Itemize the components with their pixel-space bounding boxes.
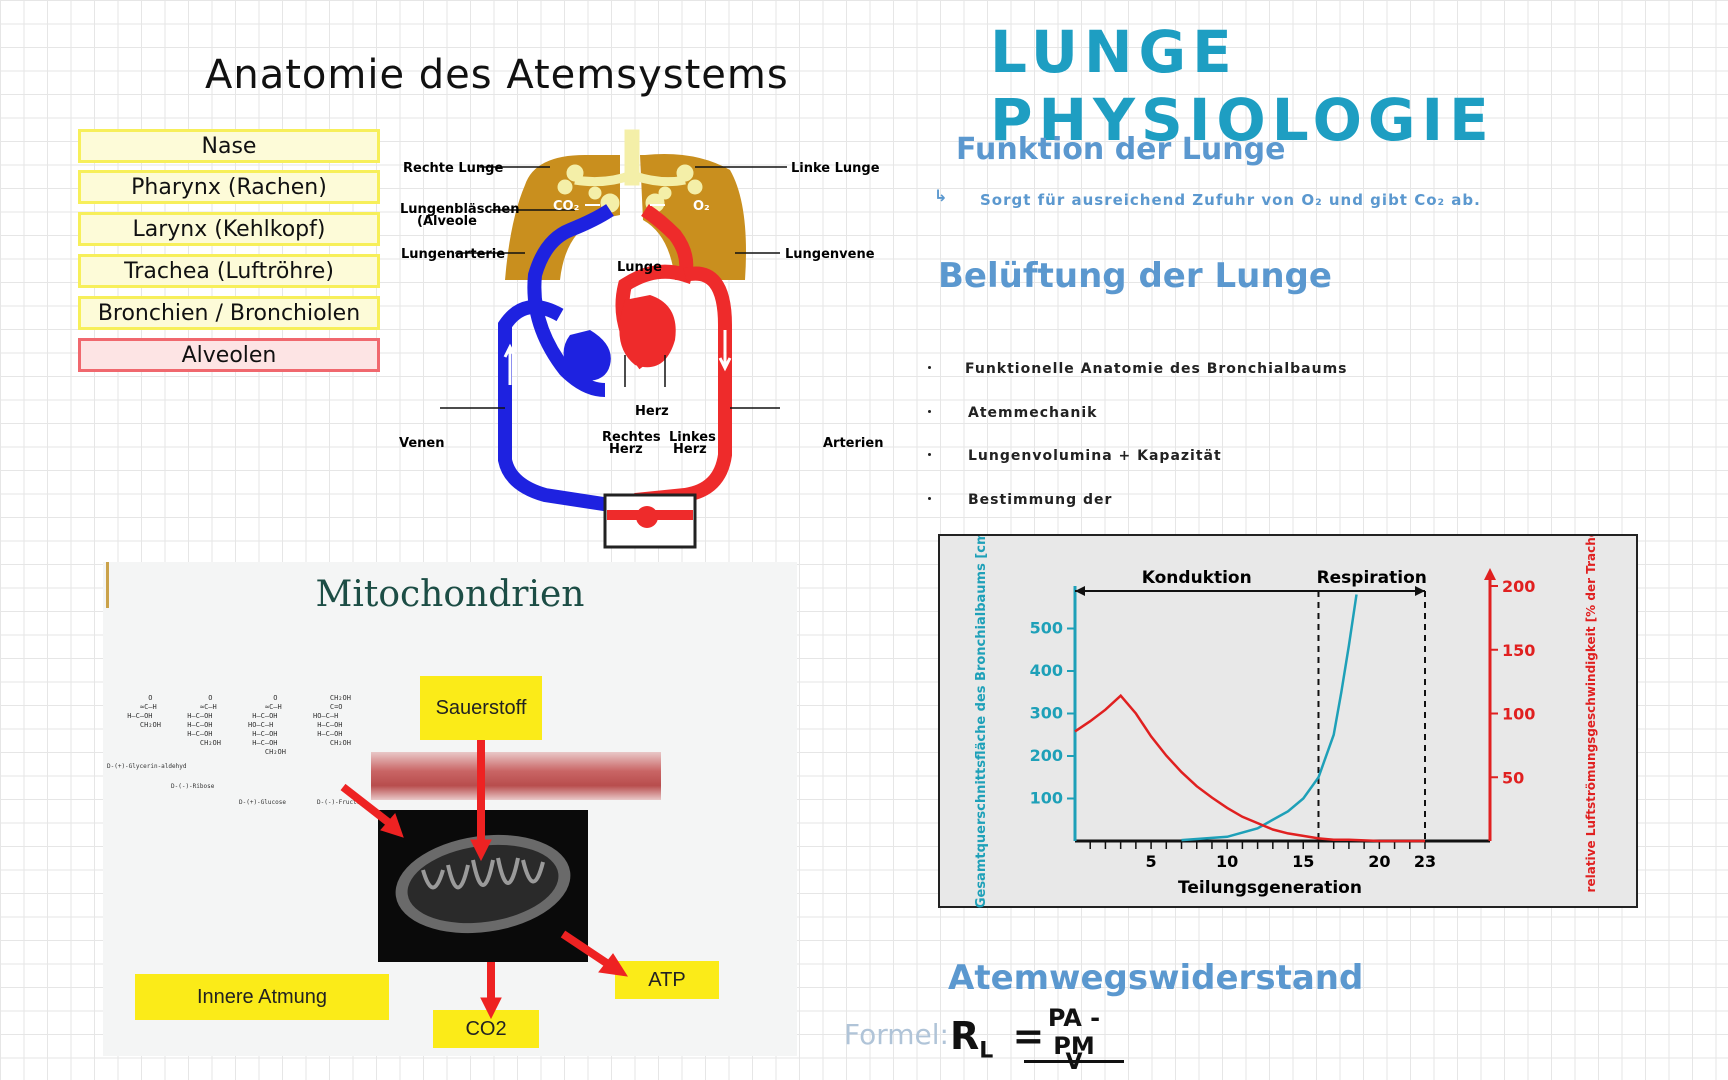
x-axis-label: Teilungsgeneration xyxy=(1178,878,1362,898)
y-right-tick-label: 100 xyxy=(1502,705,1535,724)
region-arrow-right xyxy=(1415,586,1425,596)
y-left-tick-label: 300 xyxy=(1030,704,1063,723)
mitochondrion-image xyxy=(378,810,588,962)
label-arteries: Arterien xyxy=(823,436,883,451)
formula-denominator: V xyxy=(1065,1050,1083,1075)
series-line-right xyxy=(1074,693,1425,843)
x-tick-label: 23 xyxy=(1414,852,1436,871)
y-axis-right-arrow xyxy=(1484,568,1496,580)
chem-label-2: D-(-)-Ribose xyxy=(171,783,215,790)
co2-label: CO2 xyxy=(433,1010,539,1048)
atp-label: ATP xyxy=(615,961,719,999)
bullet-dot xyxy=(928,366,931,369)
bronchial-chart: 5 10 15 20 23 100 200 300 400 500 50 100 150 200 Kondu… xyxy=(974,516,1598,909)
chem-label-1: D-(+)-Glycerin-aldehyd xyxy=(107,763,187,770)
formel-label: Formel: xyxy=(844,1018,949,1051)
vena-cava xyxy=(498,300,612,512)
formula-numerator: PA - PM xyxy=(1024,1004,1124,1063)
right-heart xyxy=(563,330,611,381)
label-pulmonary-artery: Lungenarterie xyxy=(401,247,505,262)
label-lung-center: Lunge xyxy=(617,260,662,275)
slide-accent-bar xyxy=(106,562,109,608)
label-left-heart-2: Herz xyxy=(673,442,707,457)
belueftung-heading: Belüftung der Lunge xyxy=(938,256,1332,296)
y-left-tick-label: 500 xyxy=(1030,619,1063,638)
bullet-dot xyxy=(928,453,931,456)
y-right-tick-label: 50 xyxy=(1502,768,1524,787)
region-label: Konduktion xyxy=(1142,568,1252,588)
bullet-item: Atemmechanik xyxy=(968,405,1098,421)
chem-label-4: D-(-)-Fructose xyxy=(317,799,368,806)
bullet-item: Funktionelle Anatomie des Bronchialbaums xyxy=(965,361,1348,377)
label-alveoli: Lungenbläschen xyxy=(400,202,519,217)
label-right-heart-2: Herz xyxy=(609,442,643,457)
chem-label-3: D-(+)-Glucose xyxy=(239,799,286,806)
bullet-item: Lungenvolumina + Kapazität xyxy=(968,448,1222,464)
circulation-diagram: Rechte Lunge Linke Lunge Lungenbläschen … xyxy=(399,129,883,549)
label-alveole: (Alveole xyxy=(417,214,477,229)
mito-arrows xyxy=(340,740,629,1020)
y-right-tick-label: 150 xyxy=(1502,641,1535,660)
bronchial-tree xyxy=(557,129,703,213)
label-pulmonary-vein: Lungenvene xyxy=(785,247,875,262)
part-item: Larynx (Kehlkopf) xyxy=(78,212,380,246)
x-tick-label: 20 xyxy=(1368,852,1390,871)
x-tick-label: 5 xyxy=(1146,852,1157,871)
formula-lhs: RL = xyxy=(950,1014,1044,1064)
part-item: Pharynx (Rachen) xyxy=(78,170,380,204)
region-label: Respiration xyxy=(1317,568,1427,588)
chart-frame: 5 10 15 20 23 100 200 300 400 500 50 100 150 200 Kondu… xyxy=(938,516,1638,909)
y-left-tick-label: 200 xyxy=(1030,746,1063,765)
widerstand-heading: Atemwegswiderstand xyxy=(948,958,1364,998)
label-left-lung: Linke Lunge xyxy=(791,161,880,176)
mito-title: Mitochondrien xyxy=(315,574,585,615)
formula-sub: L xyxy=(979,1038,994,1064)
bullet-item: Bestimmung der xyxy=(968,492,1113,508)
sauerstoff-label: Sauerstoff xyxy=(420,676,542,740)
funktion-text: Sorgt für ausreichend Zufuhr von O₂ und … xyxy=(980,191,1481,209)
anatomy-title: Anatomie des Atemsystems xyxy=(205,52,789,98)
mitochondria-slide: Mitochondrien O ≈C–H H–C–OH CH₂OH D-(+)-… xyxy=(103,562,797,1056)
region-arrow-left xyxy=(1075,586,1085,596)
part-item: Alveolen xyxy=(78,338,380,372)
y-left-tick-label: 100 xyxy=(1030,789,1063,808)
funktion-arrow: ↳ xyxy=(934,186,949,205)
bullet-dot xyxy=(928,497,931,500)
aorta xyxy=(634,266,732,507)
label-right-heart-1: Rechtes xyxy=(602,430,661,445)
part-item: Trachea (Luftröhre) xyxy=(78,254,380,288)
label-right-lung: Rechte Lunge xyxy=(403,161,503,176)
y-right-axis-label: relative Luftströmungsgeschwindigkeit [%… xyxy=(1584,536,1598,892)
page-title: LUNGE PHYSIOLOGIE xyxy=(990,18,1495,154)
y-left-tick-label: 400 xyxy=(1030,661,1063,680)
funktion-heading: Funktion der Lunge xyxy=(956,132,1286,167)
left-heart xyxy=(619,295,676,368)
bullet-dot xyxy=(928,410,931,413)
blood-vessel-image xyxy=(371,752,661,800)
label-heart: Herz xyxy=(635,404,669,419)
label-left-heart-1: Linkes xyxy=(669,430,716,445)
y-left-axis-label: Gesamtquerschnittsfläche des Bronchialba… xyxy=(974,536,989,908)
x-tick-label: 10 xyxy=(1216,852,1238,871)
label-veins: Venen xyxy=(399,436,445,451)
part-item: Nase xyxy=(78,129,380,163)
part-item: Bronchien / Bronchiolen xyxy=(78,296,380,330)
formula-r: R xyxy=(950,1014,980,1058)
right-lung-shape xyxy=(505,155,620,280)
label-co2: CO₂ xyxy=(553,199,579,214)
y-right-tick-label: 200 xyxy=(1502,577,1535,596)
x-tick-label: 15 xyxy=(1292,852,1314,871)
label-o2: O₂ xyxy=(693,199,710,214)
innere-atmung-label: Innere Atmung xyxy=(135,974,389,1020)
formula-eq: = xyxy=(1012,1014,1045,1058)
series-line-left xyxy=(1181,594,1358,842)
